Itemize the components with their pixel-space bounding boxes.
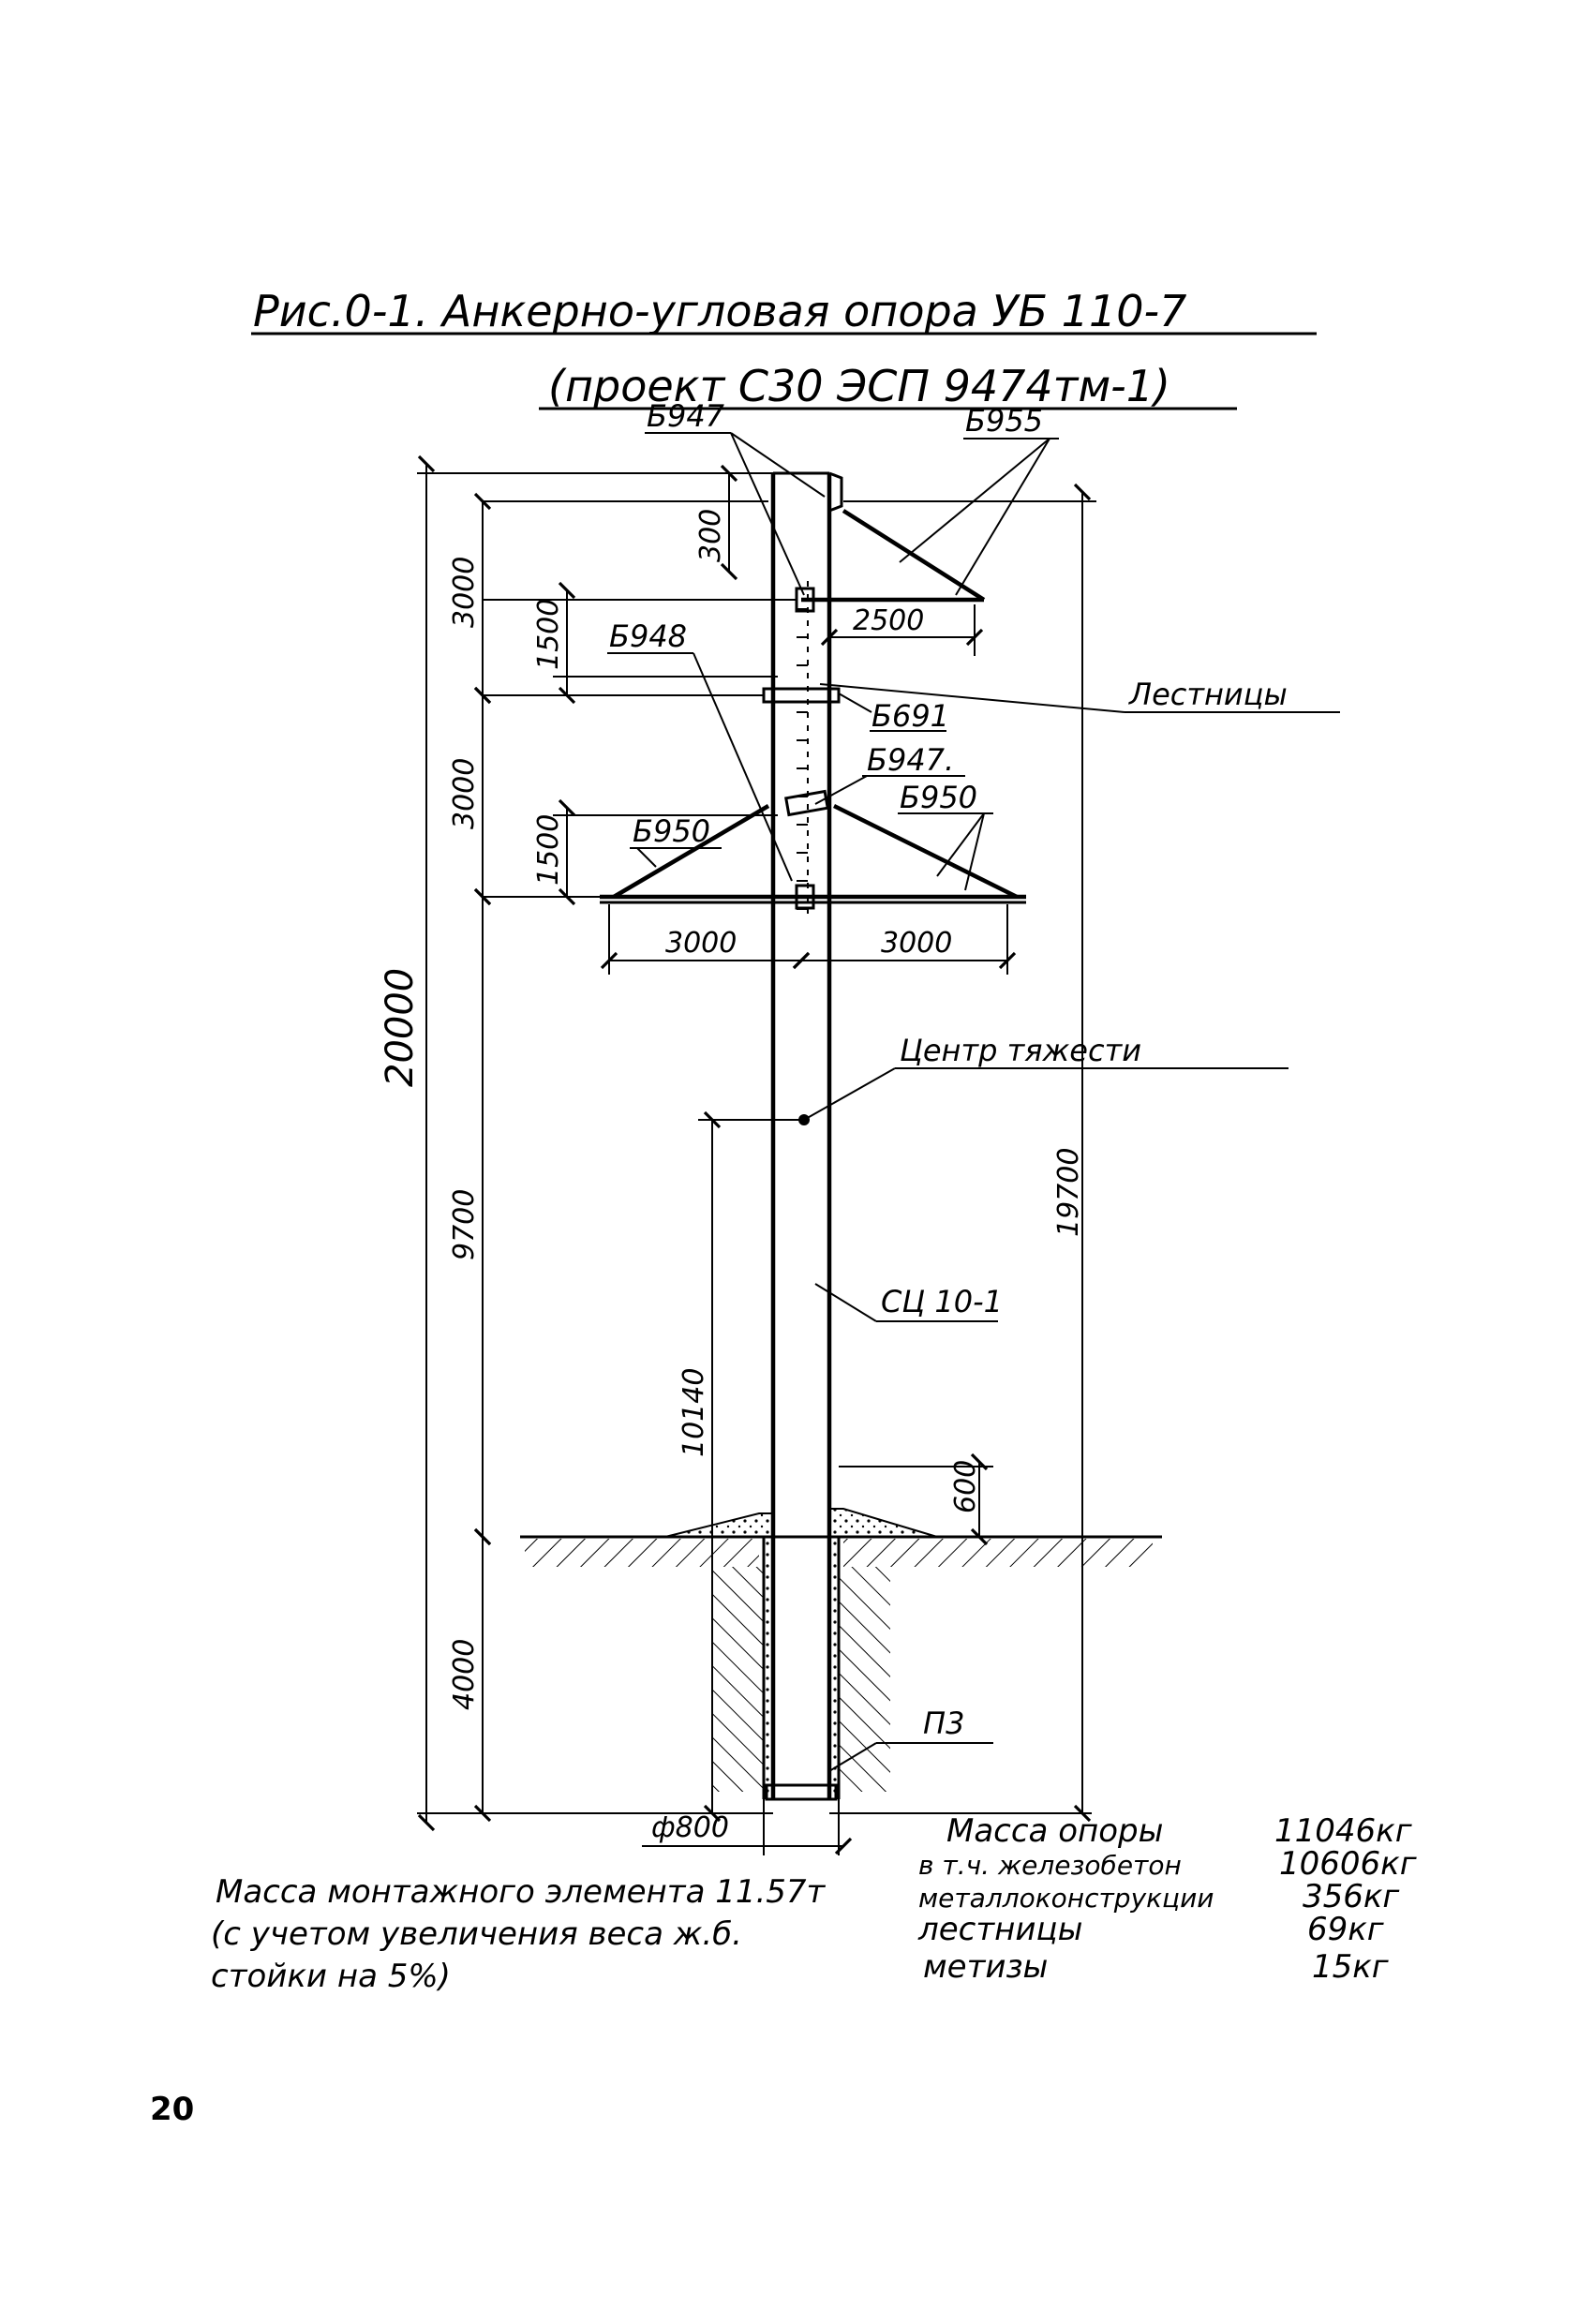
part-labels: Б947 Б955 Б948 Б691 Лестницы Б947. Б950 … <box>607 398 1340 1322</box>
dim-3000-left: 3000 <box>665 927 737 960</box>
dim-4000: 4000 <box>448 1639 481 1710</box>
dim-300: 300 <box>694 509 727 562</box>
mass-row-1-value: 10606кг <box>1279 1845 1418 1883</box>
note-line-2: (с учетом увеличения веса ж.б. <box>211 1915 742 1953</box>
dim-1500-top: 1500 <box>532 599 565 670</box>
label-b947-top: Б947 <box>647 398 725 434</box>
mass-row-2-label: металлоконструкции <box>918 1883 1214 1914</box>
mass-row-1-label: в т.ч. железобетон <box>918 1850 1182 1881</box>
mass-row-0-label: Масса опоры <box>946 1812 1163 1850</box>
label-column: СЦ 10-1 <box>881 1284 1003 1319</box>
label-b947-mid: Б947. <box>867 742 954 778</box>
collar-b691 <box>762 687 872 713</box>
note-line-3: стойки на 5%) <box>211 1958 451 1995</box>
dim-1500-mid: 1500 <box>532 814 565 886</box>
dimension-chain-left: 20000 3000 3000 9700 4000 1500 1500 300 … <box>379 454 806 1832</box>
label-b691: Б691 <box>871 698 949 734</box>
label-b950-left: Б950 <box>633 813 710 849</box>
dim-10140: 10140 <box>678 1368 710 1457</box>
lower-traverse: 3000 3000 <box>600 789 1026 975</box>
assembly-mass-note: Масса монтажного элемента 11.57т (с учет… <box>211 1873 827 1995</box>
center-of-gravity: Центр тяжести <box>798 1033 1289 1125</box>
mass-row-3-label: лестницы <box>917 1911 1082 1948</box>
label-b950-right: Б950 <box>900 780 977 815</box>
dimension-chain-right: 19700 600 <box>829 483 1096 1823</box>
dim-19700: 19700 <box>1052 1148 1085 1237</box>
title-block: Рис.0-1. Анкерно-угловая опора УБ 110-7 … <box>251 286 1317 411</box>
mass-row-0-value: 11046кг <box>1274 1812 1413 1850</box>
title-line-2: (проект С30 ЭСП 9474тм-1) <box>548 361 1170 411</box>
label-p3: П3 <box>923 1706 964 1741</box>
center-of-gravity-label: Центр тяжести <box>900 1033 1141 1068</box>
dim-3000-mid: 3000 <box>448 758 481 829</box>
page-number: 20 <box>150 2091 194 2128</box>
mass-row-4-value: 15кг <box>1312 1948 1390 1986</box>
upper-traverse: 2500 <box>795 509 986 656</box>
dim-600: 600 <box>949 1460 982 1513</box>
mass-row-2-value: 356кг <box>1303 1878 1400 1915</box>
ground-foundation: П3 ф800 <box>520 1508 1162 1855</box>
mass-row-3-value: 69кг <box>1307 1911 1385 1948</box>
label-b948: Б948 <box>609 618 687 654</box>
dim-800: ф800 <box>651 1811 729 1844</box>
dim-3000-top: 3000 <box>448 557 481 628</box>
ladder-rungs <box>797 581 809 914</box>
dim-2500: 2500 <box>853 604 924 637</box>
title-line-1: Рис.0-1. Анкерно-угловая опора УБ 110-7 <box>253 286 1186 336</box>
dim-3000-right: 3000 <box>881 927 952 960</box>
dim-9700: 9700 <box>448 1189 481 1260</box>
dim-20000: 20000 <box>379 968 422 1087</box>
mass-table: Масса опоры 11046кг в т.ч. железобетон 1… <box>917 1812 1418 1986</box>
label-ladders: Лестницы <box>1128 677 1288 712</box>
mass-row-4-label: метизы <box>923 1948 1048 1986</box>
note-line-1: Масса монтажного элемента 11.57т <box>216 1873 827 1911</box>
label-b955: Б955 <box>965 403 1043 439</box>
